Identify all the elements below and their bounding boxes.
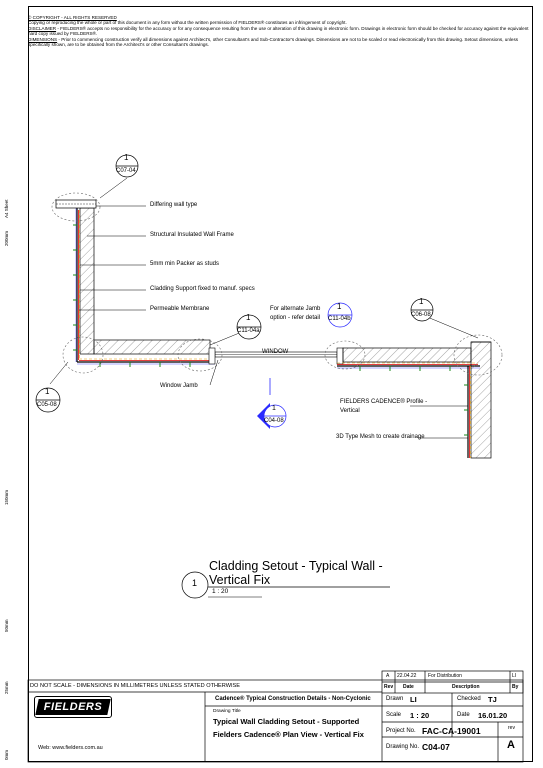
copyright-title: © COPYRIGHT - ALL RIGHTS RESERVED — [28, 15, 117, 20]
checked-value: TJ — [488, 695, 497, 704]
bottom-wall-right — [337, 347, 480, 369]
leader-lines — [49, 177, 479, 439]
date-value: 16.01.20 — [478, 711, 508, 720]
callout-c07-04-num: 1 — [124, 153, 129, 162]
callout-c06-08-num: 1 — [419, 297, 424, 306]
tb-title-line1: Typical Wall Cladding Setout - Supported — [213, 717, 360, 726]
callout-c05-08-ref: C05-08 — [37, 402, 57, 408]
label-differing-wall: Differing wall type — [150, 202, 198, 208]
fixing-marks — [73, 224, 468, 436]
label-window: WINDOW — [262, 349, 289, 355]
drawn-label: Drawn — [386, 696, 404, 702]
label-membrane: Permeable Membrane — [150, 306, 210, 312]
window-opening — [208, 347, 344, 365]
disclaimer-text: - FIELDERS® accepts no responsibility fo… — [28, 25, 529, 37]
callout-c11-04b-ref: C11-04b — [328, 316, 351, 322]
website: Web: www.fielders.com.au — [38, 745, 103, 751]
project-value: FAC-CA-19001 — [422, 726, 481, 736]
detail-bubbles — [51, 192, 503, 376]
scale-value: 1 : 20 — [410, 711, 430, 720]
callout-c07-04-ref: C07-04 — [116, 168, 136, 174]
drawn-value: LI — [410, 695, 417, 704]
right-wall — [467, 341, 492, 459]
callout-c06-08-ref: C06-08 — [411, 312, 431, 318]
title-block-grid — [27, 670, 524, 763]
rev-head-by: By — [512, 684, 519, 690]
differing-wall — [55, 199, 97, 209]
label-alt-jamb-1: For alternate Jamb — [270, 306, 321, 312]
dimensions-title: DIMENSIONS — [28, 36, 58, 42]
disclaimer-title: DISCLAIMER — [28, 25, 57, 31]
section-marker — [257, 378, 287, 429]
date-label: Date — [457, 712, 470, 718]
tb-title-line2: Fielders Cadence® Plan View - Vertical F… — [213, 730, 364, 739]
rev-row-by: LI — [512, 673, 517, 679]
bottom-wall-left — [77, 339, 215, 365]
fielders-logo: FIELDERS — [34, 696, 112, 718]
label-packer: 5mm min Packer as studs — [150, 261, 220, 267]
drawing-title-line2: Vertical Fix — [209, 573, 271, 587]
callout-c05-08-num: 1 — [45, 387, 50, 396]
left-wall — [75, 207, 95, 362]
dimensions-text: - Prior to commencing construction verif… — [28, 36, 519, 48]
label-alt-jamb-2: option - refer detail — [270, 315, 321, 321]
callout-c11-04a-num: 1 — [246, 313, 251, 322]
project-label: Project No. — [386, 728, 416, 734]
rev-head-desc: Description — [452, 684, 480, 690]
series-title: Cadence® Typical Construction Details - … — [215, 696, 371, 702]
drawing-title: Cladding Setout - Typical Wall - Vertica… — [209, 559, 383, 587]
sheet-border — [28, 6, 533, 762]
rev-label: rev — [508, 725, 515, 731]
drawing-scale: 1 : 20 — [212, 588, 229, 595]
label-siwf: Structural Insulated Wall Frame — [150, 232, 234, 238]
checked-label: Checked — [457, 696, 481, 702]
label-mesh: 3D Type Mesh to create drainage — [336, 434, 425, 440]
title-callout-circle — [181, 571, 209, 599]
rev-value: A — [507, 739, 515, 751]
rev-head-date: Date — [403, 684, 414, 690]
copyright-text: Copying or reproducing the whole or part… — [28, 20, 347, 26]
rev-head-rev: Rev — [384, 684, 394, 690]
label-cladding-support: Cladding Support fixed to manuf. specs — [150, 286, 255, 292]
do-not-scale-note: DO NOT SCALE - DIMENSIONS IN MILLIMETRES… — [30, 683, 241, 689]
rev-row-desc: For Distribution — [428, 673, 462, 679]
drawing-no-value: C04-07 — [422, 742, 450, 752]
callout-c11-04b-num: 1 — [337, 302, 342, 311]
label-profile-1: FIELDERS CADENCE® Profile - — [340, 399, 428, 405]
rev-row-date: 22.04.22 — [397, 673, 417, 679]
drawing-title-line1: Cladding Setout - Typical Wall - — [209, 559, 383, 573]
title-callout-num: 1 — [192, 578, 198, 588]
logo-text: FIELDERS — [43, 701, 103, 713]
rev-row-rev: A — [386, 673, 390, 679]
drawing-no-label: Drawing No. — [386, 744, 420, 750]
callout-c04-08-ref: C04-08 — [264, 418, 284, 424]
header-notes: © COPYRIGHT - ALL RIGHTS RESERVED Copyin… — [28, 15, 533, 47]
callout-c11-04a-ref: C11-04a — [237, 328, 260, 334]
drawing-title-label: Drawing Title — [213, 709, 241, 714]
callout-c04-08-num: 1 — [272, 405, 276, 412]
scale-label: Scale — [386, 712, 402, 718]
label-window-jamb: Window Jamb — [160, 383, 198, 389]
label-profile-2: Vertical — [340, 408, 360, 414]
